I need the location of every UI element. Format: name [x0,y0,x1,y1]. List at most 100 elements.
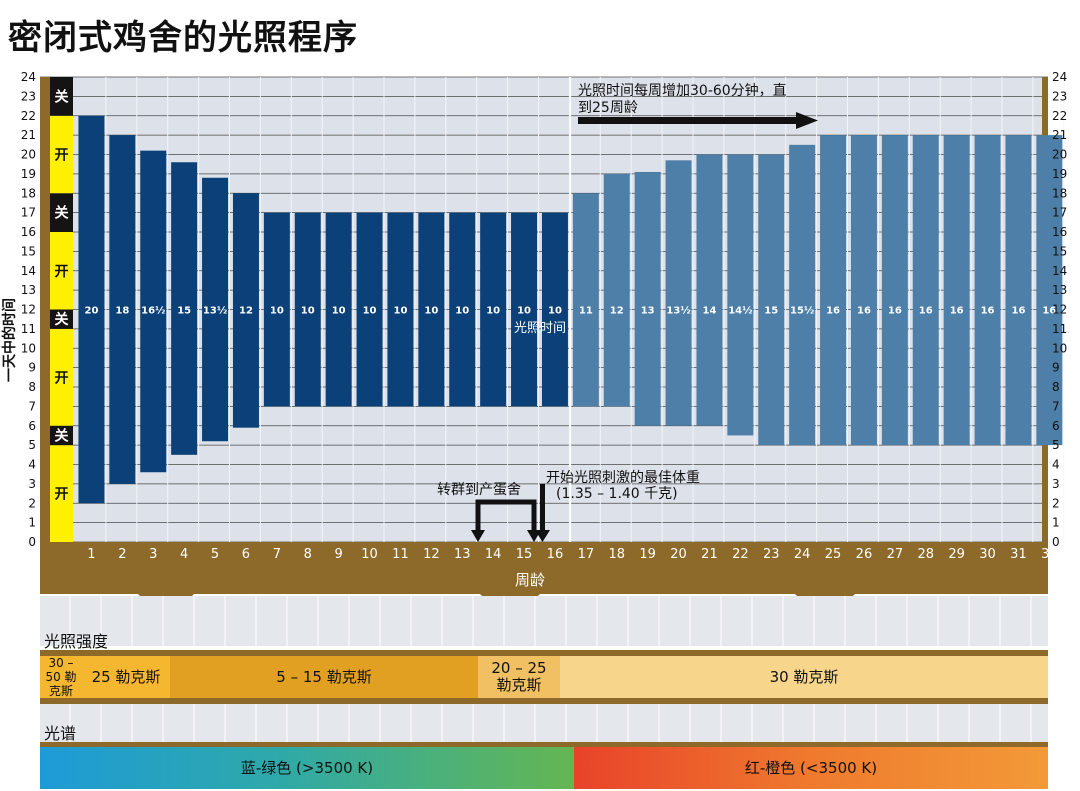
x-tick-label: 5 [211,547,219,562]
y-tick-label: 19 [1052,167,1067,181]
light-bar [850,135,877,446]
y-tick-label: 18 [1052,186,1067,200]
x-tick-label: 20 [670,547,687,562]
y-tick-label: 18 [21,186,36,200]
increase-arrow-head [796,112,818,129]
y-tick-label: 23 [21,89,36,103]
y-tick-label: 16 [1052,225,1067,239]
light-bar [325,212,352,407]
y-tick-label: 8 [1052,380,1060,394]
light-bar [696,154,723,426]
spectrum-red-orange: 红-橙色 (<3500 K) [574,747,1048,789]
y-tick-label: 3 [28,477,36,491]
y-tick-label: 17 [21,206,36,220]
strip-label-off: 关 [55,311,69,328]
strip-label-on: 开 [55,370,69,386]
bar-value-label: 10 [363,306,377,317]
bar-value-label: 16 [919,306,933,317]
intensity-band-2: 25 勒克斯 [82,656,170,698]
increase-note-line2: 到25周龄 [578,100,638,116]
y-tick-label: 6 [28,419,36,433]
x-tick-label: 9 [335,547,343,562]
y-tick-label: 9 [28,361,36,375]
y-tick-label: 22 [21,109,36,123]
optimal-weight-arrow-shaft [540,484,545,532]
bar-value-label: 10 [486,306,500,317]
intensity-background [40,596,1048,646]
light-bar [511,212,538,407]
y-axis-band-left [40,77,50,542]
y-tick-label: 0 [1052,535,1060,549]
strip-segment-on [50,328,73,426]
bar-value-label: 16 [1011,306,1025,317]
bar-value-label: 15 [177,306,191,317]
spectrum-blue-green: 蓝-绿色 (>3500 K) [40,747,574,789]
x-tick-label: 21 [701,547,718,562]
bar-value-label: 16 [888,306,902,317]
y-tick-label: 10 [21,341,36,355]
intensity-band-1-label: 30 – 50 勒克斯 [45,656,77,698]
bar-value-label: 13½ [666,306,690,317]
y-tick-label: 14 [21,264,36,278]
optimal-weight-annotation: 开始光照刺激的最佳体重 (1.35 – 1.40 千克) [535,469,700,542]
light-bar [418,212,445,407]
x-tick-label: 30 [979,547,996,562]
x-tick-label: 31 [1010,547,1027,562]
y-tick-label: 20 [21,148,36,162]
bar-value-label: 10 [517,306,531,317]
x-tick-label: 13 [454,547,471,562]
intensity-band-4-label: 20 – 25 勒克斯 [491,659,547,694]
bar-value-label: 16 [981,306,995,317]
y-tick-label: 2 [28,496,36,510]
intensity-label: 光照强度 [44,632,109,651]
y-tick-label: 13 [1052,283,1067,297]
light-bar [171,162,198,455]
spectrum-blue-green-label: 蓝-绿色 (>3500 K) [240,758,374,777]
light-time-annotation: 光照时间 [514,321,566,336]
bar-value-label: 14 [702,306,716,317]
light-bar [665,160,692,426]
strip-segment-on [50,115,73,194]
light-bar [943,135,970,446]
transfer-annotation: 转群到产蛋舍 [437,482,541,542]
x-tick-label: 4 [180,547,188,562]
y-tick-label: 24 [1052,70,1067,84]
transfer-label: 转群到产蛋舍 [437,482,521,498]
x-tick-label: 27 [887,547,904,562]
light-bar [912,135,939,446]
y-tick-label: 19 [21,167,36,181]
light-bar [1036,135,1063,446]
strip-segment-on [50,232,73,310]
y-tick-label: 7 [1052,399,1060,413]
y-tick-label: 11 [21,322,36,336]
y-tick-label: 17 [1052,206,1067,220]
bar-value-label: 18 [115,306,129,317]
bar-value-label: 12 [239,306,253,317]
x-tick-label: 15 [516,547,533,562]
strip-label-off: 关 [55,427,69,444]
light-bar [449,212,476,407]
x-tick-label: 2 [118,547,126,562]
y-tick-label: 15 [1052,244,1067,258]
bar-value-label: 16 [1042,306,1056,317]
y-tick-label: 9 [1052,361,1060,375]
x-tick-label: 32 [1041,547,1058,562]
light-bar [789,144,816,446]
spectrum-label: 光谱 [44,724,77,743]
light-bar [881,135,908,446]
transfer-arrow-left [471,530,485,542]
x-tick-label: 22 [732,547,749,562]
strip-segment-off [50,193,73,232]
intensity-top-bar [40,650,1048,656]
light-bar [356,212,383,407]
bar-value-label: 16 [857,306,871,317]
x-tick-label: 28 [917,547,934,562]
intensity-band-3: 5 – 15 勒克斯 [170,656,478,698]
y-tick-label: 1 [28,516,36,530]
strip-label-on: 开 [55,148,69,164]
strip-label-off: 关 [55,205,69,222]
light-bar [109,135,136,484]
